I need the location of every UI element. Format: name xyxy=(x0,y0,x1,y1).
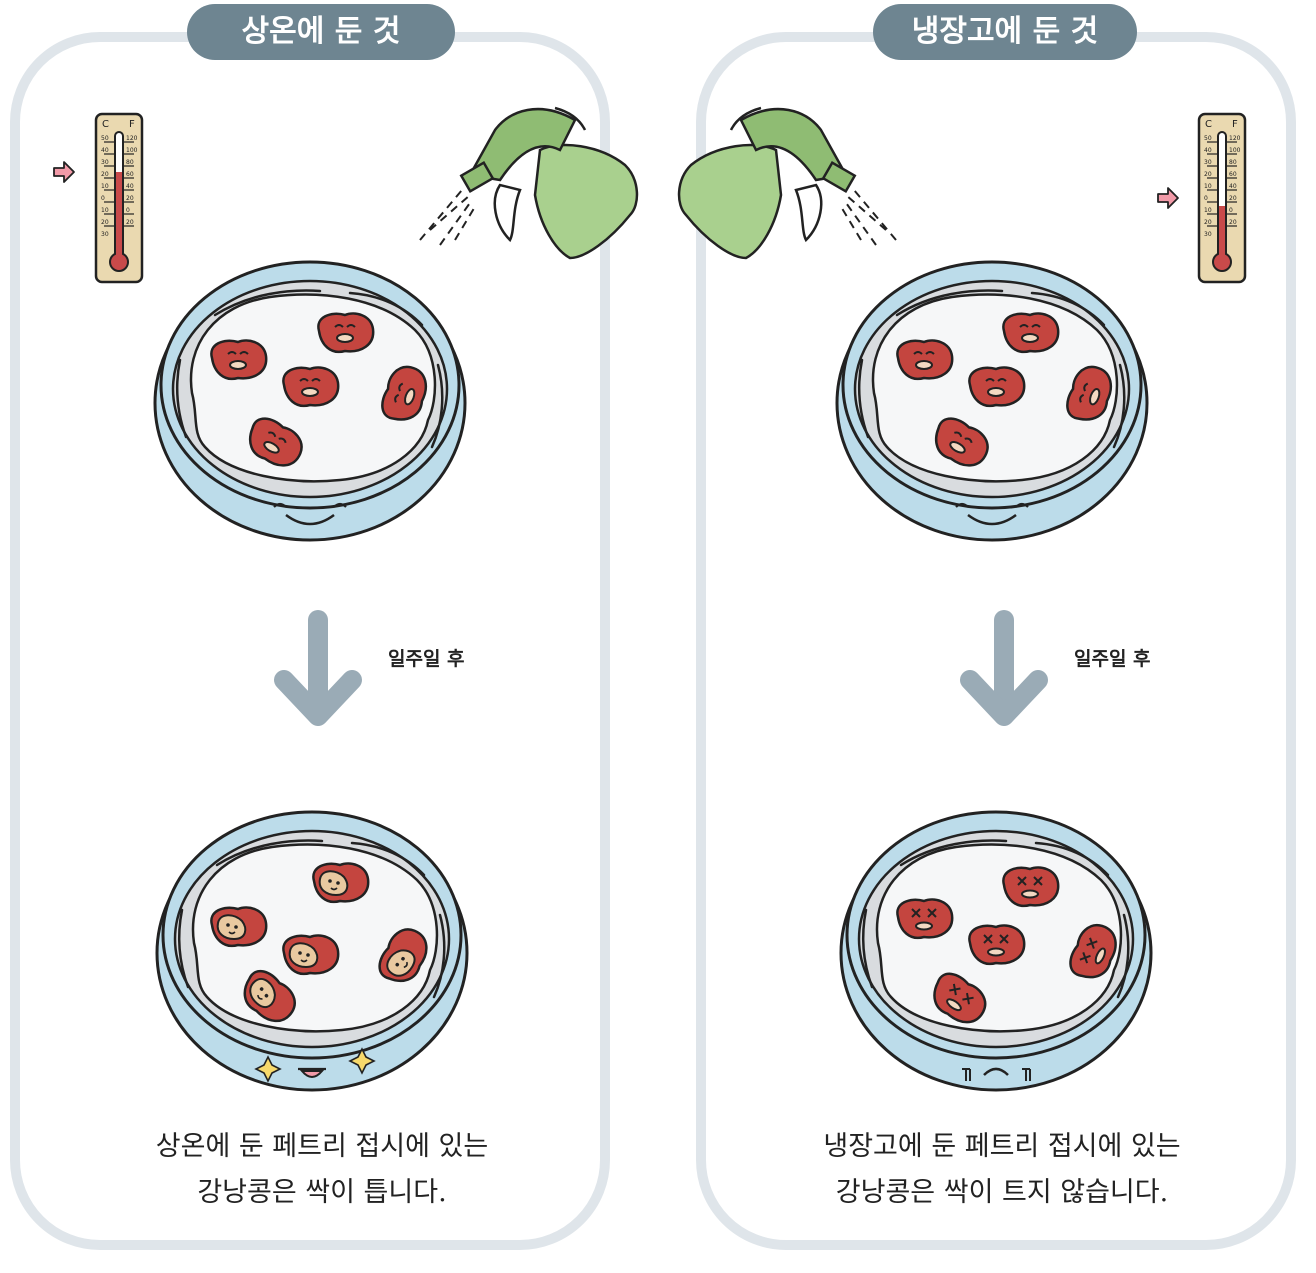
bean xyxy=(969,368,1024,406)
fahrenheit-tick-label: 60 xyxy=(126,171,134,178)
dead-bean xyxy=(969,926,1024,964)
fahrenheit-tick-label: 120 xyxy=(126,135,138,142)
celsius-tick-label: 40 xyxy=(101,147,109,154)
sprouted-bean xyxy=(313,864,368,902)
sprouted-bean xyxy=(283,936,338,974)
temperature-indicator-arrow-icon xyxy=(54,162,74,182)
fahrenheit-tick-label: 20 xyxy=(1229,219,1237,226)
fahrenheit-tick-label: 60 xyxy=(1229,171,1237,178)
fahrenheit-tick-label: 0 xyxy=(1229,207,1233,214)
refrigerator-caption: 냉장고에 둔 페트리 접시에 있는 강낭콩은 싹이 트지 않습니다. xyxy=(752,1124,1252,1216)
fahrenheit-tick-label: 40 xyxy=(126,183,134,190)
celsius-tick-label: 30 xyxy=(1204,159,1212,166)
fahrenheit-tick-label: 20 xyxy=(1229,195,1237,202)
spray-bottle-icon xyxy=(679,108,896,258)
celsius-tick-label: 30 xyxy=(101,159,109,166)
celsius-tick-label: 10 xyxy=(1204,207,1212,214)
interval-label-left: 일주일 후 xyxy=(388,644,465,671)
fahrenheit-tick-label: 0 xyxy=(126,207,130,214)
celsius-tick-label: 10 xyxy=(101,207,109,214)
sprouted-bean xyxy=(211,908,266,946)
arrow-down-icon xyxy=(284,620,352,716)
fahrenheit-tick-label: 40 xyxy=(1229,183,1237,190)
petri-dish-icon xyxy=(157,812,467,1090)
fahrenheit-tick-label: 20 xyxy=(126,219,134,226)
caption-line: 상온에 둔 페트리 접시에 있는 xyxy=(72,1124,572,1170)
celsius-tick-label: 0 xyxy=(101,195,105,202)
interval-label-right: 일주일 후 xyxy=(1074,644,1151,671)
celsius-tick-label: 20 xyxy=(1204,219,1212,226)
caption-line: 냉장고에 둔 페트리 접시에 있는 xyxy=(752,1124,1252,1170)
temperature-indicator-arrow-icon xyxy=(1158,188,1178,208)
celsius-tick-label: 20 xyxy=(101,219,109,226)
petri-dish-icon xyxy=(837,262,1147,540)
petri-dish-icon xyxy=(841,812,1151,1090)
bean xyxy=(1003,314,1058,352)
fahrenheit-tick-label: 120 xyxy=(1229,135,1241,142)
celsius-tick-label: 0 xyxy=(1204,195,1208,202)
celsius-tick-label: 50 xyxy=(1204,135,1212,142)
fahrenheit-tick-label: 20 xyxy=(126,195,134,202)
caption-line: 강낭콩은 싹이 틉니다. xyxy=(72,1170,572,1216)
celsius-tick-label: 30 xyxy=(1204,231,1212,238)
bean xyxy=(283,368,338,406)
celsius-tick-label: 40 xyxy=(1204,147,1212,154)
celsius-tick-label: 20 xyxy=(1204,171,1212,178)
caption-line: 강낭콩은 싹이 트지 않습니다. xyxy=(752,1170,1252,1216)
celsius-tick-label: 30 xyxy=(101,231,109,238)
celsius-unit: C xyxy=(102,119,109,130)
fahrenheit-tick-label: 100 xyxy=(126,147,138,154)
bean xyxy=(211,341,266,379)
celsius-tick-label: 10 xyxy=(1204,183,1212,190)
fahrenheit-tick-label: 100 xyxy=(1229,147,1241,154)
dead-bean xyxy=(1003,868,1058,906)
fahrenheit-tick-label: 80 xyxy=(1229,159,1237,166)
arrow-down-icon xyxy=(970,620,1038,716)
fahrenheit-unit: F xyxy=(129,119,135,130)
celsius-unit: C xyxy=(1205,119,1212,130)
fahrenheit-tick-label: 80 xyxy=(126,159,134,166)
bean xyxy=(318,314,373,352)
fahrenheit-unit: F xyxy=(1232,119,1238,130)
celsius-tick-label: 10 xyxy=(101,183,109,190)
dead-bean xyxy=(897,900,952,938)
celsius-tick-label: 20 xyxy=(101,171,109,178)
celsius-tick-label: 50 xyxy=(101,135,109,142)
room-temperature-caption: 상온에 둔 페트리 접시에 있는 강낭콩은 싹이 틉니다. xyxy=(72,1124,572,1216)
bean xyxy=(897,341,952,379)
petri-dish-icon xyxy=(155,262,465,540)
spray-bottle-icon xyxy=(420,108,637,258)
